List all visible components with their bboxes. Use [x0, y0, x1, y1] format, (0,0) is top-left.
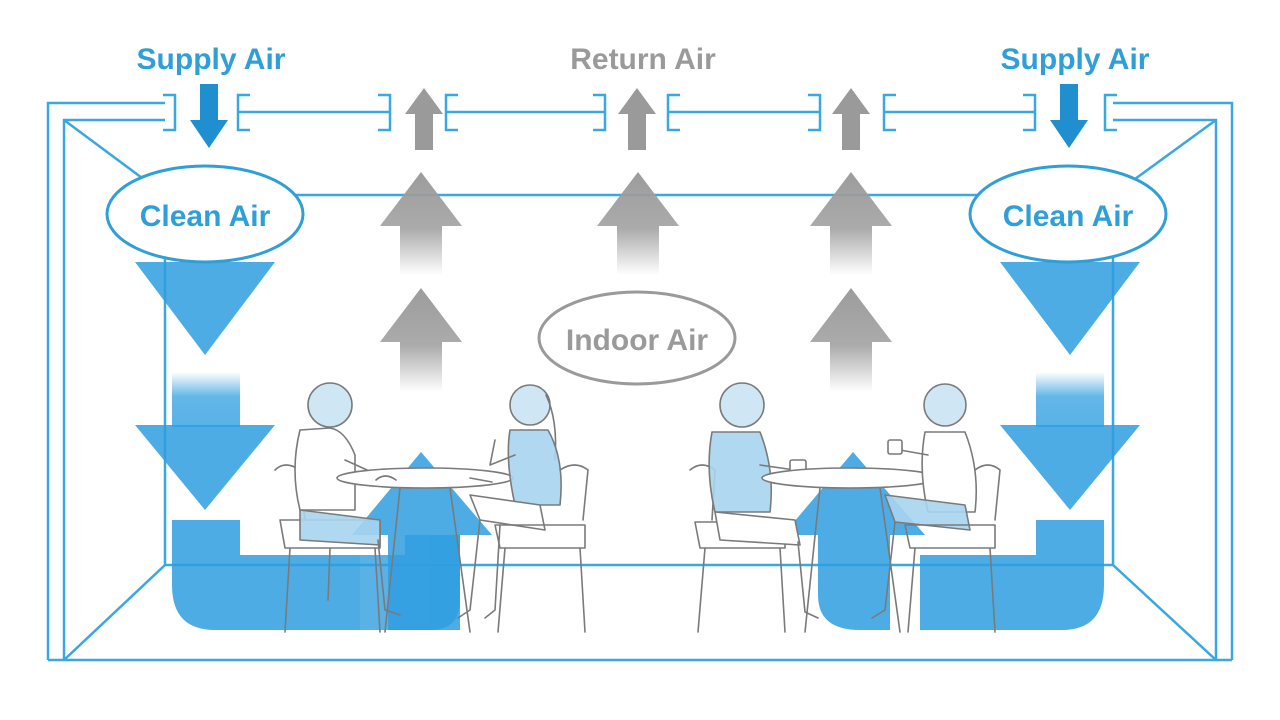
clean-air-label-right: Clean Air	[1003, 200, 1134, 233]
person-icon	[871, 383, 978, 619]
left-dining-group	[274, 382, 589, 633]
return-air-label: Return Air	[570, 43, 716, 76]
supply-air-label-left: Supply Air	[137, 43, 286, 76]
indoor-air-label: Indoor Air	[566, 324, 709, 357]
person-icon	[457, 384, 562, 619]
person-icon	[294, 382, 401, 616]
table-icon	[336, 467, 514, 633]
person-icon	[708, 382, 819, 619]
indoor-air-rising-arrows	[380, 172, 892, 392]
right-dining-group	[689, 382, 1001, 633]
clean-air-label-left: Clean Air	[140, 200, 271, 233]
return-arrow-icon	[405, 88, 870, 150]
indoor-air-bubble: Indoor Air	[537, 290, 737, 386]
clean-air-flow-left	[135, 262, 492, 630]
chair-icon	[904, 464, 1001, 633]
clean-air-bubble-left: Clean Air	[105, 164, 305, 264]
clean-air-bubble-right: Clean Air	[968, 164, 1168, 264]
supply-arrow-icon	[190, 84, 1088, 148]
supply-air-label-right: Supply Air	[1001, 43, 1150, 76]
ceiling-ducts	[163, 93, 1117, 132]
chair-icon	[494, 464, 589, 633]
